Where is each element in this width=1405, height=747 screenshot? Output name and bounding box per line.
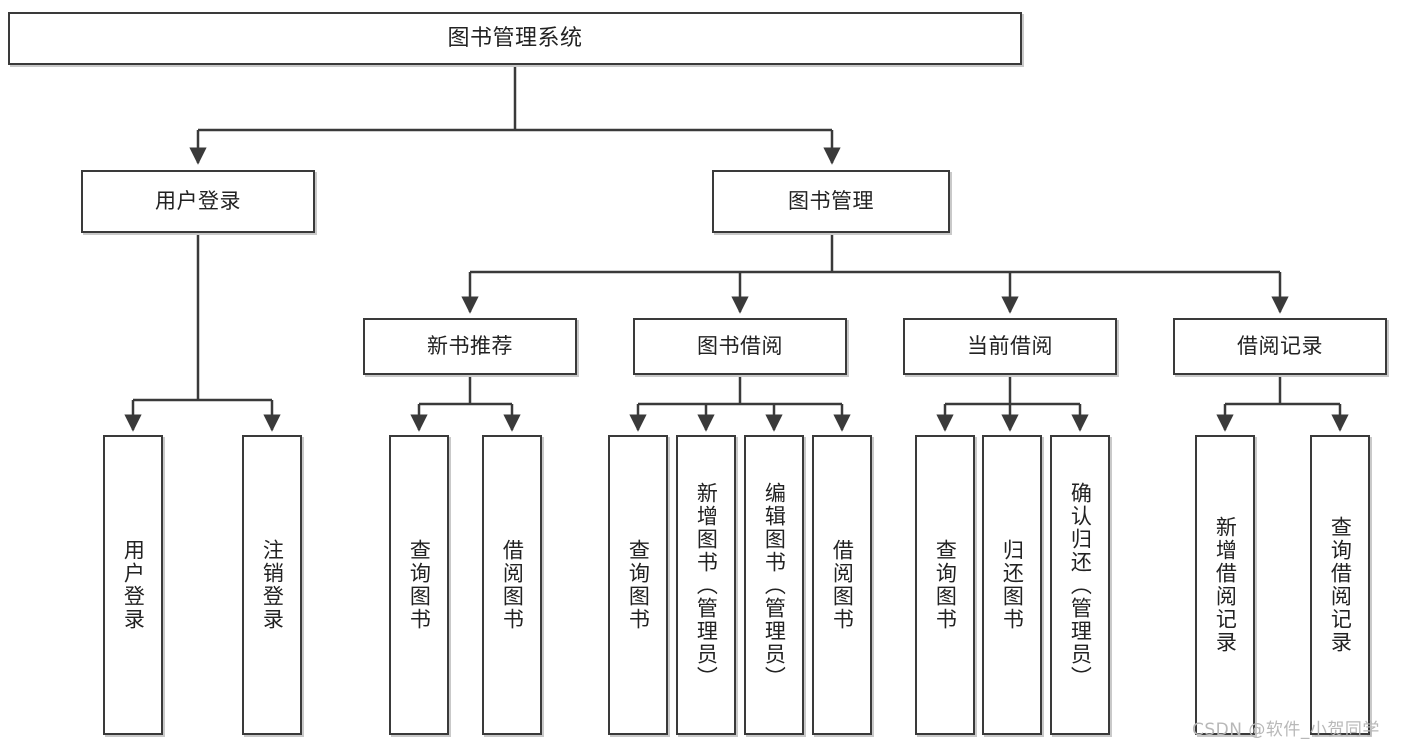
node-label: 注销登录 xyxy=(260,539,285,631)
node-label: 借阅图书 xyxy=(500,539,525,631)
leaf-query-books-recommendation[interactable]: 查询图书 xyxy=(389,435,449,735)
node-label: 借阅记录 xyxy=(1237,334,1323,359)
leaf-user-login[interactable]: 用户登录 xyxy=(103,435,163,735)
leaf-query-borrow-record[interactable]: 查询借阅记录 xyxy=(1310,435,1370,735)
node-label: 用户登录 xyxy=(121,539,146,631)
node-label: 归还图书 xyxy=(1000,539,1025,631)
leaf-borrow-books-recommendation[interactable]: 借阅图书 xyxy=(482,435,542,735)
leaf-logout[interactable]: 注销登录 xyxy=(242,435,302,735)
leaf-return-books[interactable]: 归还图书 xyxy=(982,435,1042,735)
node-label: 用户登录 xyxy=(155,189,241,214)
csdn-watermark: CSDN @软件_小贺同学 xyxy=(1192,720,1380,740)
leaf-add-borrow-record[interactable]: 新增借阅记录 xyxy=(1195,435,1255,735)
node-book-management[interactable]: 图书管理 xyxy=(712,170,950,233)
node-book-borrowing[interactable]: 图书借阅 xyxy=(633,318,847,375)
node-label: 新增借阅记录 xyxy=(1213,516,1238,654)
node-label: 查询图书 xyxy=(933,539,958,631)
node-label: 编辑图书（管理员） xyxy=(762,481,787,689)
leaf-edit-book-admin[interactable]: 编辑图书（管理员） xyxy=(744,435,804,735)
node-user-login[interactable]: 用户登录 xyxy=(81,170,315,233)
node-label: 借阅图书 xyxy=(830,539,855,631)
node-label: 图书管理 xyxy=(788,189,874,214)
node-label: 新书推荐 xyxy=(427,334,513,359)
node-new-book-recommendation[interactable]: 新书推荐 xyxy=(363,318,577,375)
node-label: 查询图书 xyxy=(407,539,432,631)
leaf-query-books-borrowing[interactable]: 查询图书 xyxy=(608,435,668,735)
node-label: 查询图书 xyxy=(626,539,651,631)
leaf-add-book-admin[interactable]: 新增图书（管理员） xyxy=(676,435,736,735)
node-label: 新增图书（管理员） xyxy=(694,481,719,689)
leaf-confirm-return-admin[interactable]: 确认归还（管理员） xyxy=(1050,435,1110,735)
node-label: 确认归还（管理员） xyxy=(1068,481,1093,689)
node-label: 当前借阅 xyxy=(967,334,1053,359)
node-label: 图书借阅 xyxy=(697,334,783,359)
node-current-borrowing[interactable]: 当前借阅 xyxy=(903,318,1117,375)
node-root-system[interactable]: 图书管理系统 xyxy=(8,12,1022,65)
node-label: 查询借阅记录 xyxy=(1328,516,1353,654)
node-label: 图书管理系统 xyxy=(447,25,583,51)
leaf-borrow-books[interactable]: 借阅图书 xyxy=(812,435,872,735)
node-borrow-records[interactable]: 借阅记录 xyxy=(1173,318,1387,375)
leaf-query-books-current[interactable]: 查询图书 xyxy=(915,435,975,735)
